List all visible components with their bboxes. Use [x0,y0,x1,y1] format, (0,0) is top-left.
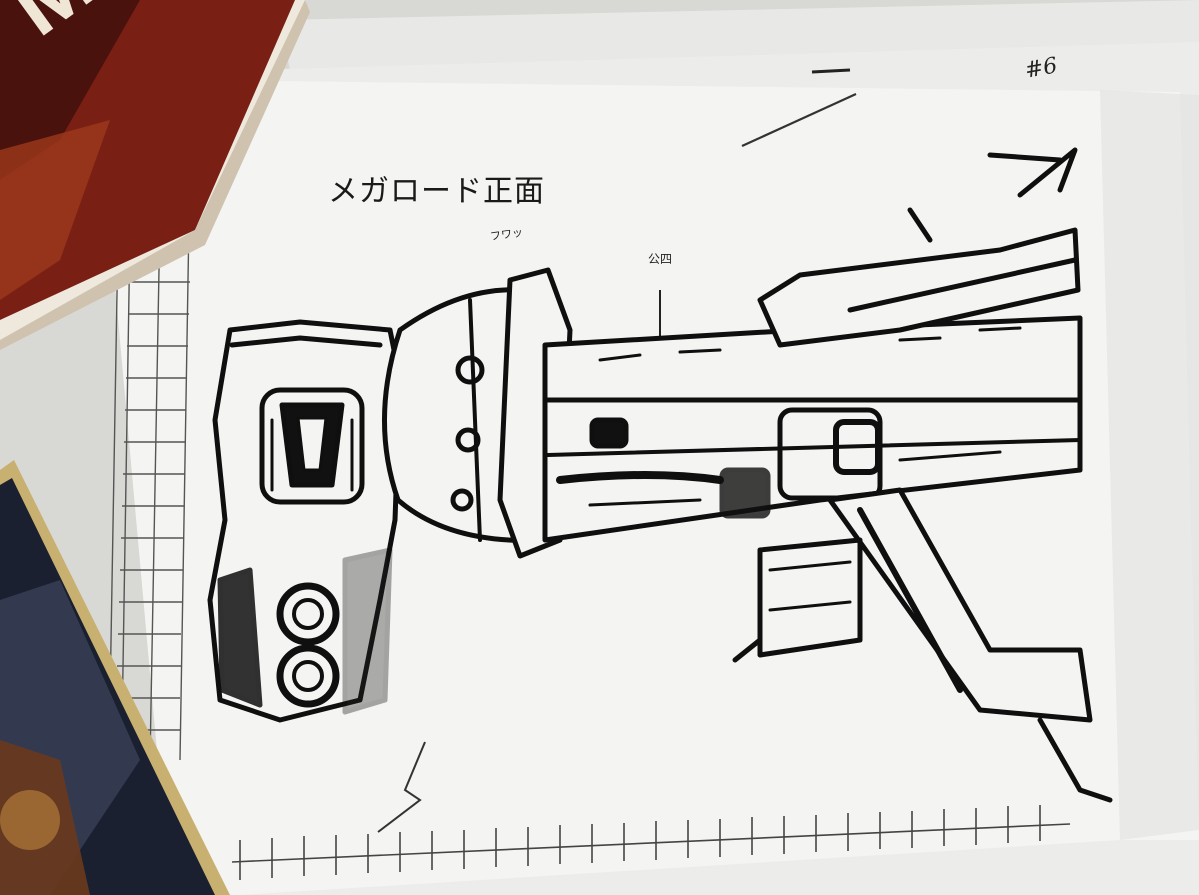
pencil-stroke [741,92,857,148]
drawing-caption: メガロード正面 [328,174,545,209]
grid-bottom [231,805,1071,880]
book-top-left [0,0,310,350]
handwritten-note-2: 公四 [648,252,673,266]
megaroad-illustration [207,147,1113,803]
pencil-squiggle [377,741,426,833]
book-bottom-left [0,460,230,895]
